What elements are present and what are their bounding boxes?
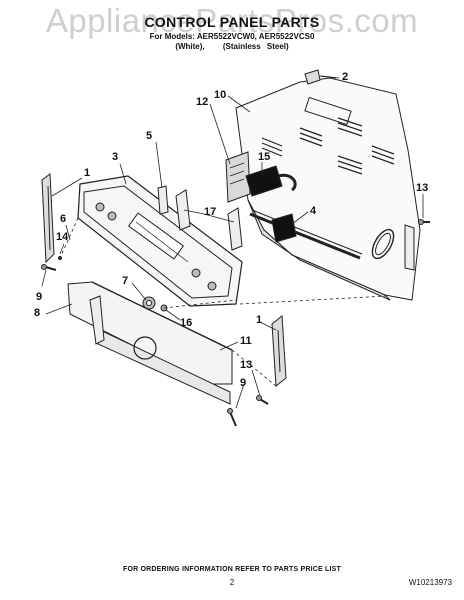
watermark: AppliancePartsPros.com: [45, 2, 419, 39]
callout-4: 4: [310, 205, 317, 217]
callout-12: 12: [196, 96, 209, 108]
callout-3: 3: [112, 151, 119, 163]
variants-line: (White), (Stainless Steel): [0, 42, 464, 51]
callout-7: 7: [122, 275, 129, 287]
callout-11: 11: [240, 335, 252, 347]
callout-9-right: 9: [240, 377, 247, 389]
wire-harness: [245, 165, 297, 197]
electronic-control-board: [225, 151, 251, 203]
variant-stainless: (Stainless Steel): [222, 42, 289, 51]
right-end-cap: [271, 315, 287, 387]
shaft-assembly: [249, 209, 363, 260]
callout-1: 1: [84, 167, 91, 179]
left-fasteners: [41, 256, 62, 271]
ordering-info-footer: FOR ORDERING INFORMATION REFER TO PARTS …: [122, 566, 342, 573]
callout-10: 10: [214, 89, 227, 101]
callout-13-right: 13: [240, 359, 253, 371]
callout-6: 6: [60, 213, 67, 225]
callout-14: 14: [56, 231, 69, 243]
page-title: CONTROL PANEL PARTS: [144, 14, 320, 30]
callout-9: 9: [36, 291, 43, 303]
leader-lines: [41, 75, 424, 409]
document-id: W10213973: [408, 578, 452, 587]
manifold-panel: [67, 281, 233, 405]
models-line: For Models: AER5522VCW0, AER5522VCS0: [149, 32, 315, 41]
callout-17: 17: [204, 206, 217, 218]
right-fasteners: [227, 219, 430, 427]
page-number: 2: [229, 578, 235, 587]
callout-13: 13: [416, 182, 429, 194]
console-panel: [77, 175, 243, 307]
callout-15: 15: [258, 151, 271, 163]
callout-5: 5: [146, 130, 153, 142]
callout-1-right: 1: [256, 314, 263, 326]
assembly-lines: [59, 217, 387, 387]
rear-control-panel: [235, 77, 421, 301]
left-end-cap: [41, 173, 55, 264]
callout-16: 16: [180, 317, 193, 329]
variant-white: (White),: [175, 42, 205, 51]
callout-2: 2: [342, 71, 349, 83]
callout-8: 8: [34, 307, 41, 319]
